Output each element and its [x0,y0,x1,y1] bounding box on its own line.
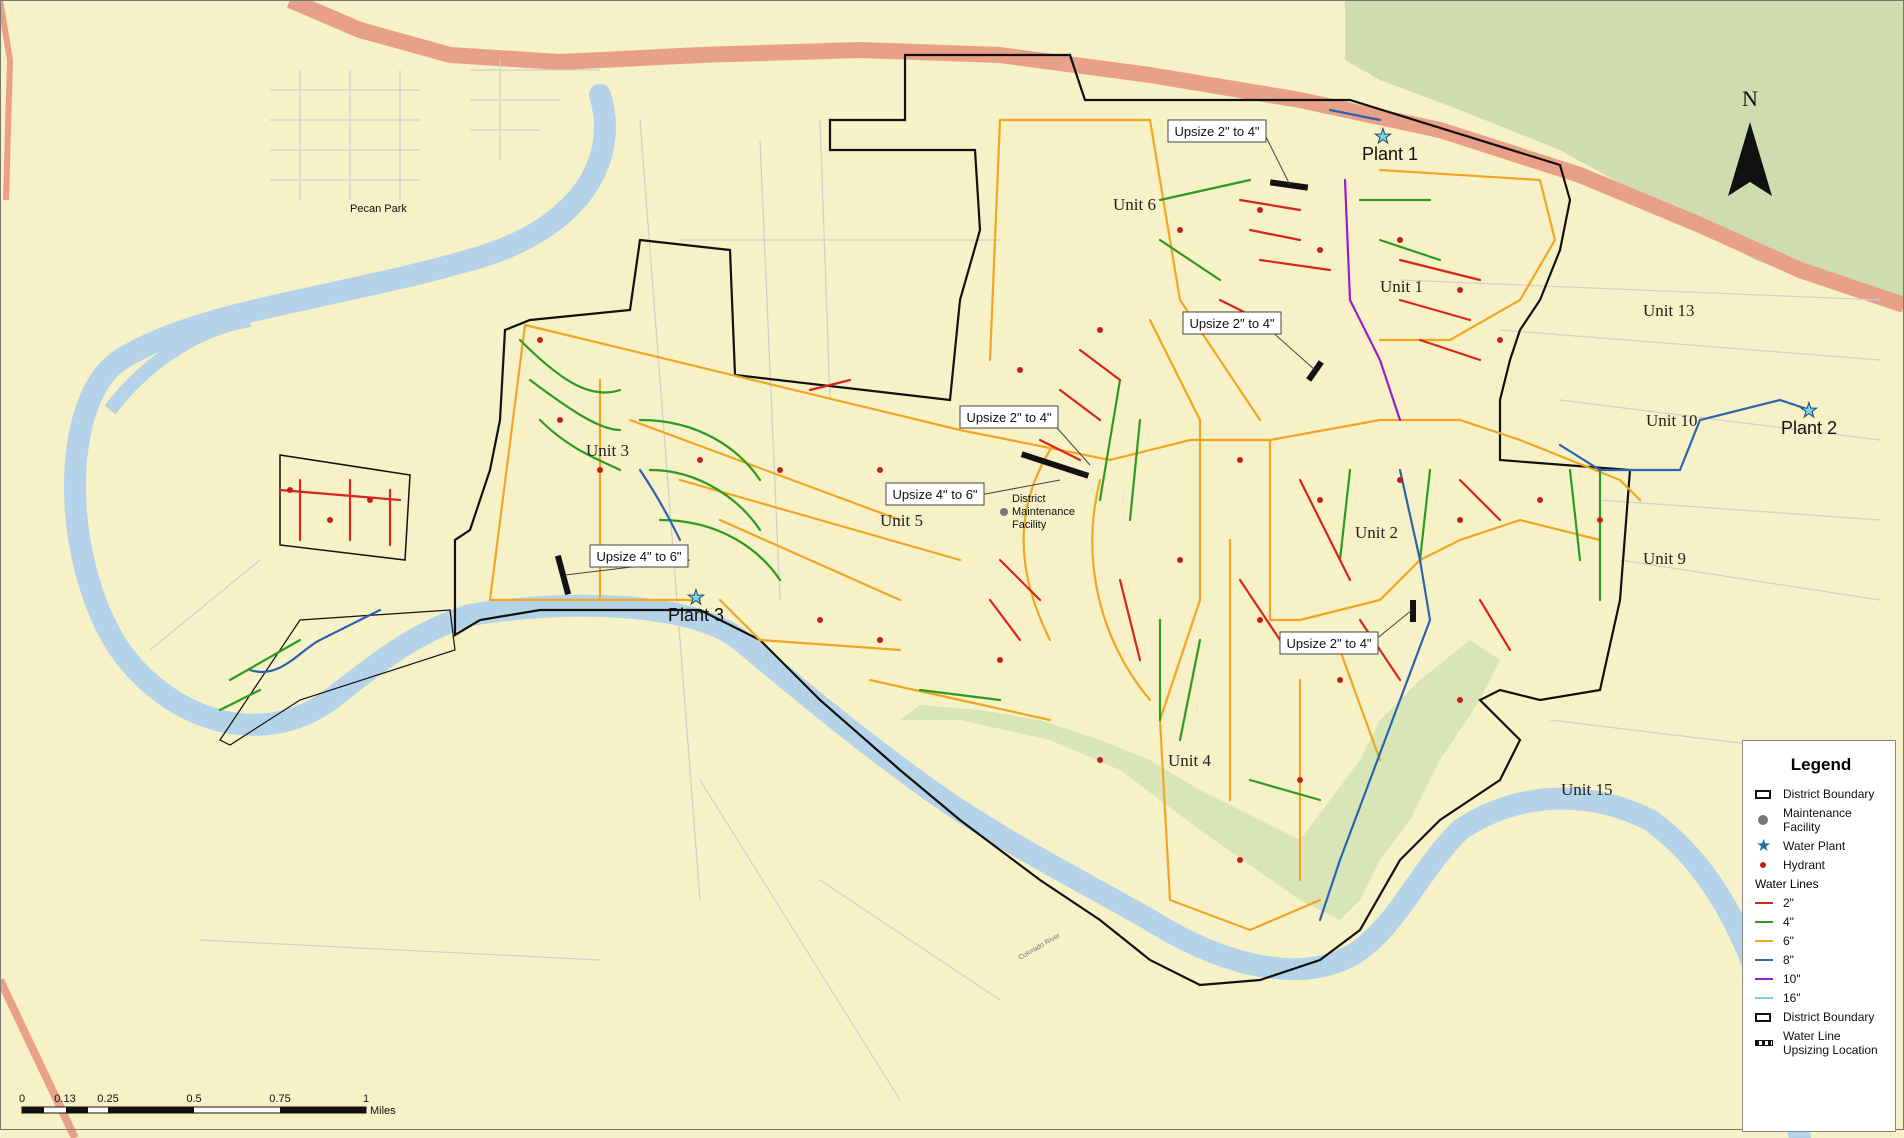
water-plant-star-icon: ★ [1374,126,1392,148]
water-plant-star-icon: ★ [1756,836,1772,855]
highway-west [0,0,14,201]
legend-title: Legend [1790,755,1852,774]
legend-water-lines-header: Water Lines [1755,877,1819,891]
plant-2: ★ Plant 2 [1781,400,1837,439]
unit-2-label: Unit 2 [1355,523,1398,542]
callout-4: Upsize 4" to 6" [885,482,985,506]
svg-text:Upsize 4" to 6": Upsize 4" to 6" [892,487,977,502]
svg-text:Upsize 2" to 4": Upsize 2" to 4" [1189,316,1274,331]
legend-line-10in: 10" [1755,972,1887,986]
svg-text:0.5: 0.5 [186,1093,201,1105]
unit-9-label: Unit 9 [1643,549,1686,568]
legend-maintenance-facility: Maintenance Facility [1755,806,1887,834]
boundary-symbol-icon [1755,789,1771,799]
forest-area [1345,0,1904,310]
legend-water-plant: ★ Water Plant [1756,836,1846,855]
unit-13-label: Unit 13 [1643,301,1694,320]
line-6in-icon [1755,940,1773,942]
facility-icon [1000,508,1008,516]
unit-4-label: Unit 4 [1168,751,1211,770]
legend-district-boundary: District Boundary [1755,787,1887,801]
callout-3: Upsize 2" to 4" [959,405,1059,429]
svg-text:0.75: 0.75 [269,1093,290,1105]
legend-line-2in: 2" [1755,896,1887,910]
svg-text:Plant 3: Plant 3 [668,605,724,625]
line-10in-icon [1755,978,1773,980]
callout-1: Upsize 2" to 4" [1167,119,1267,143]
svg-text:N: N [1742,86,1758,111]
highway-71 [286,0,1904,313]
maintenance-facility: District Maintenance Facility [1000,493,1075,531]
callout-6: Upsize 2" to 4" [1279,631,1379,655]
svg-text:Upsize 4" to 6": Upsize 4" to 6" [596,549,681,564]
svg-text:0: 0 [19,1093,25,1105]
legend-district-boundary-2: District Boundary [1755,1010,1887,1024]
water-plant-star-icon: ★ [1800,400,1818,422]
north-arrow-icon [1728,122,1772,196]
legend: Legend District Boundary Maintenance Fac… [1742,740,1896,1132]
district-boundary-southwest [219,609,456,746]
svg-text:District: District [1012,493,1046,505]
svg-text:0.13: 0.13 [54,1093,75,1105]
legend-line-8in: 8" [1755,953,1887,967]
legend-upsizing: Water Line Upsizing Location [1755,1029,1887,1057]
district-boundary [453,53,1632,987]
line-4in-icon [1755,921,1773,923]
callout-2: Upsize 2" to 4" [1182,311,1282,335]
river-loop [104,313,252,415]
scale-bar: 0 0.13 0.25 0.5 0.75 1 Miles [19,1093,396,1117]
boundary-symbol-icon [1755,1012,1771,1022]
water-plant-star-icon: ★ [687,587,705,609]
callout-5: Upsize 4" to 6" [589,544,689,568]
plant-1: ★ Plant 1 [1362,126,1418,165]
legend-line-6in: 6" [1755,934,1887,948]
water-lines [218,108,1812,932]
svg-text:1: 1 [363,1093,369,1105]
background-streets [149,60,1881,1101]
unit-1-label: Unit 1 [1380,277,1423,296]
unit-6-label: Unit 6 [1113,195,1156,214]
upsizing-locations [554,179,1416,622]
facility-icon [1758,815,1768,825]
park-area [900,640,1500,920]
svg-text:0.25: 0.25 [97,1093,118,1105]
hydrant-icon [1760,862,1766,868]
north-arrow: N [1728,86,1772,196]
upsizing-symbol-icon [1755,1040,1773,1046]
svg-text:Plant 1: Plant 1 [1362,144,1418,164]
legend-line-4in: 4" [1755,915,1887,929]
svg-text:Upsize 2" to 4": Upsize 2" to 4" [966,410,1051,425]
unit-15-label: Unit 15 [1561,780,1612,799]
legend-line-16in: 16" [1755,991,1887,1005]
svg-text:Maintenance: Maintenance [1012,506,1075,518]
pecan-park-label: Pecan Park [350,203,407,215]
colorado-river [64,84,1811,1138]
legend-hydrant: Hydrant [1755,858,1887,872]
svg-text:Upsize 2" to 4": Upsize 2" to 4" [1286,636,1371,651]
line-16in-icon [1755,997,1773,999]
svg-text:Plant 2: Plant 2 [1781,418,1837,438]
svg-text:Upsize 2" to 4": Upsize 2" to 4" [1174,124,1259,139]
svg-text:Facility: Facility [1012,519,1047,531]
unit-3-label: Unit 3 [586,441,629,460]
svg-text:Miles: Miles [370,1105,396,1117]
line-8in-icon [1755,959,1773,961]
unit-10-label: Unit 10 [1646,411,1697,430]
line-2in-icon [1755,902,1773,904]
district-boundary-west [279,454,411,561]
unit-5-label: Unit 5 [880,511,923,530]
hydrants [287,207,1603,863]
plant-3: ★ Plant 3 [668,587,724,626]
